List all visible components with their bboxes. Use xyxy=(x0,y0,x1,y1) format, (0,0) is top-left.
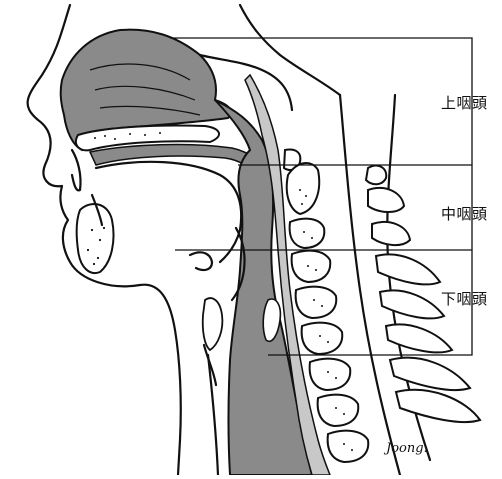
tongue-outline xyxy=(96,162,241,262)
artist-signature: Joong. xyxy=(386,441,428,456)
label-nasopharynx: 上咽頭 xyxy=(441,92,488,113)
hyoid-bone xyxy=(190,252,212,270)
vertebra-c3 xyxy=(290,219,325,248)
occipital-outline xyxy=(240,5,340,95)
vertebra-c4 xyxy=(292,251,331,282)
vertebra-t1 xyxy=(318,395,359,426)
thyroid-cartilage xyxy=(203,298,223,350)
vertebra-c5 xyxy=(296,287,337,318)
label-oropharynx: 中咽頭 xyxy=(441,203,488,224)
mandible xyxy=(77,204,114,273)
vertebra-c6 xyxy=(302,323,343,354)
vertebra-t2 xyxy=(328,431,369,462)
vertebra-c2 xyxy=(287,163,319,214)
upper-incisor xyxy=(72,150,81,190)
vertebra-c7 xyxy=(310,359,351,390)
label-hypopharynx: 下咽頭 xyxy=(441,288,488,309)
